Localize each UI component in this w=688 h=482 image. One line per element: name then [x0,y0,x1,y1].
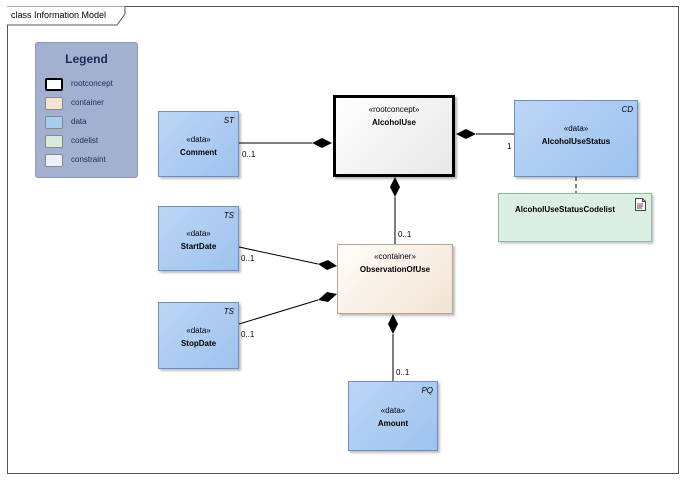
class-stereotype: «data» [563,124,589,133]
class-stereotype: «rootconcept» [368,105,420,114]
multiplicity-amount: 0..1 [396,368,410,377]
multiplicity-comment: 0..1 [242,150,256,159]
start-date-diamond [318,260,337,270]
frame-title: class Information Model [11,10,107,20]
class-name: AlcoholUseStatusCodelist [515,205,616,214]
legend-title: Legend [65,52,108,66]
type-tag: TS [223,307,234,316]
class-comment[interactable]: ST «data» Comment [158,111,239,177]
observation-diamond [390,177,400,197]
document-icon [635,198,646,216]
multiplicity-observation: 0..1 [398,230,412,239]
class-stereotype: «data» [186,135,211,144]
multiplicity-status: 1 [507,142,512,151]
class-name: StartDate [180,242,217,251]
type-tag: PQ [421,386,433,395]
amount-diamond [388,314,398,334]
class-start-date[interactable]: TS «data» StartDate [158,206,239,271]
multiplicity-stop-date: 0..1 [241,330,255,339]
start-date-connector [238,246,319,265]
legend-label: data [71,117,87,126]
legend-swatch [45,78,63,91]
type-tag: TS [223,211,234,220]
class-name: Amount [377,419,409,428]
class-name: StopDate [180,339,217,348]
legend: Legend rootconcept container data codeli… [35,42,138,178]
status-diamond [456,129,476,139]
class-name: AlcoholUseStatus [541,137,611,146]
legend-label: codelist [71,136,99,145]
multiplicity-start-date: 0..1 [241,254,255,263]
legend-swatch [45,135,63,148]
class-name: Comment [180,148,217,157]
class-name: AlcoholUse [371,118,416,127]
class-name: ObservationOfUse [359,265,431,274]
legend-swatch [45,116,63,129]
legend-label: container [71,98,104,107]
diagram-frame [7,6,679,474]
class-stereotype: «data» [186,229,211,238]
legend-label: rootconcept [71,79,113,88]
class-alcohol-use-status-codelist[interactable]: AlcoholUseStatusCodelist [498,193,652,242]
class-alcohol-use[interactable]: «rootconcept» AlcoholUse [333,95,455,177]
class-stereotype: «data» [186,326,211,335]
class-amount[interactable]: PQ «data» Amount [348,381,438,451]
class-stereotype: «data» [380,406,406,415]
stop-date-diamond [318,292,337,302]
class-stop-date[interactable]: TS «data» StopDate [158,302,239,369]
comment-diamond [312,138,332,148]
class-stereotype: «container» [374,252,416,261]
type-tag: ST [223,116,234,125]
stop-date-connector [238,299,319,325]
class-observation-of-use[interactable]: «container» ObservationOfUse [337,244,453,314]
type-tag: CD [621,105,633,114]
legend-swatch [45,97,63,110]
legend-swatch [45,154,63,167]
legend-label: constraint [71,155,106,164]
class-alcohol-use-status[interactable]: CD «data» AlcoholUseStatus [514,100,638,177]
